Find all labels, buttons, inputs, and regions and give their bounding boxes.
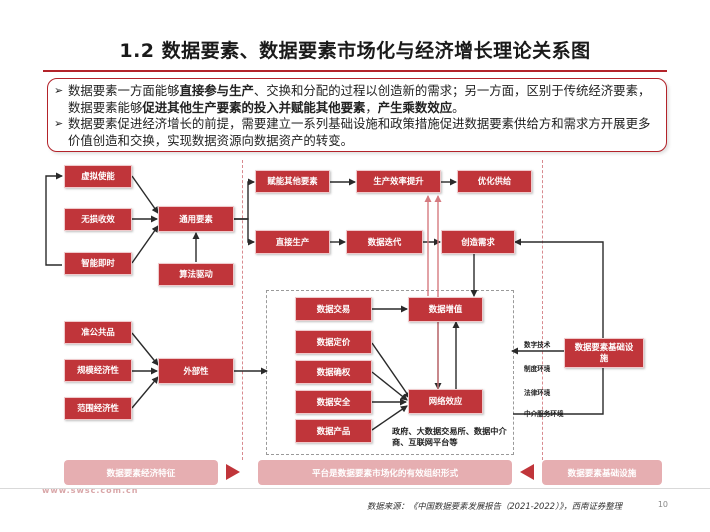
infra-label-legal: 法律环境 — [524, 389, 551, 397]
node-infrastructure: 数据要素基础设施 — [564, 338, 644, 368]
edge-product-network — [371, 405, 408, 431]
edge-virtual-general — [131, 175, 159, 214]
node-virtual: 虚拟使能 — [64, 165, 132, 188]
banner-platform: 平台是数据要素市场化的有效组织形式 — [258, 460, 512, 485]
platform-participants-note: 政府、大数据交易所、数据中介商、互联网平台等 — [392, 426, 507, 447]
title-divider — [43, 70, 667, 72]
node-direct-production: 直接生产 — [255, 230, 330, 254]
arrow-bullet-icon: ➢ — [54, 117, 64, 130]
node-scope-economy: 范围经济性 — [64, 397, 132, 420]
infra-label-intermediary: 中介服务环境 — [524, 410, 564, 418]
arrow-bullet-icon: ➢ — [54, 84, 64, 97]
node-data-iteration: 数据迭代 — [346, 230, 423, 254]
node-create-demand: 创造需求 — [441, 230, 515, 254]
node-general-factor: 通用要素 — [158, 206, 234, 232]
node-data-rights: 数据确权 — [295, 360, 372, 384]
edge-infra-bottom — [513, 366, 604, 415]
edge-left-feedback — [45, 172, 63, 266]
source-note: 数据来源：《中国数据要素发展报告（2021-2022）》，西南证券整理 — [366, 501, 622, 511]
summary-box: ➢数据要素一方面能够直接参与生产、交换和分配的过程以创造新的需求；另一方面，区别… — [47, 78, 667, 152]
edge-pricing-network — [371, 342, 411, 399]
summary-point-1: ➢数据要素一方面能够直接参与生产、交换和分配的过程以创造新的需求；另一方面，区别… — [54, 83, 651, 115]
page-title: 1.2 数据要素、数据要素市场化与经济增长理论关系图 — [119, 40, 591, 62]
infra-label-digital-tech: 数字技术 — [524, 341, 551, 349]
node-optimize-supply: 优化供给 — [457, 170, 532, 193]
node-data-product: 数据产品 — [295, 419, 372, 443]
edge-intelligent-general — [131, 225, 159, 264]
node-data-pricing: 数据定价 — [295, 330, 372, 354]
node-data-security: 数据安全 — [295, 390, 372, 414]
node-productivity: 生产效率提升 — [356, 170, 441, 193]
website-watermark: www.swsc.com.cn — [42, 486, 139, 495]
node-data-appreciation: 数据增值 — [408, 297, 483, 322]
banner-infrastructure: 数据要素基础设施 — [542, 460, 662, 485]
node-no-loss: 无损收效 — [64, 208, 132, 231]
node-externality: 外部性 — [158, 358, 234, 384]
node-scale-economy: 规模经济性 — [64, 359, 132, 382]
node-empower-other: 赋能其他要素 — [255, 170, 330, 193]
panel-left-border — [242, 160, 243, 460]
panel-right-border — [542, 160, 543, 460]
footer-divider — [0, 488, 710, 489]
node-intelligent: 智能即时 — [64, 252, 132, 275]
edge-general-empower — [234, 178, 255, 220]
node-quasi-public: 准公共品 — [64, 321, 132, 344]
node-network-effect: 网络效应 — [408, 389, 483, 414]
edge-rights-network — [371, 371, 408, 401]
page-number: 10 — [657, 500, 668, 509]
edge-quasi-external — [131, 332, 159, 366]
edge-infra-top — [514, 238, 604, 338]
edge-general-direct — [234, 218, 255, 246]
edge-scope-external — [131, 376, 159, 409]
summary-point-2: ➢数据要素促进经济增长的前提，需要建立一系列基础设施和政策措施促进数据要素供给方… — [54, 116, 651, 148]
banner-economic-features: 数据要素经济特征 — [64, 460, 218, 485]
node-data-trade: 数据交易 — [295, 297, 372, 321]
banner-arrow-left-icon — [520, 464, 534, 480]
infra-label-institutional: 制度环境 — [524, 365, 551, 373]
node-algorithm: 算法驱动 — [158, 263, 234, 286]
banner-arrow-right-icon — [226, 464, 240, 480]
